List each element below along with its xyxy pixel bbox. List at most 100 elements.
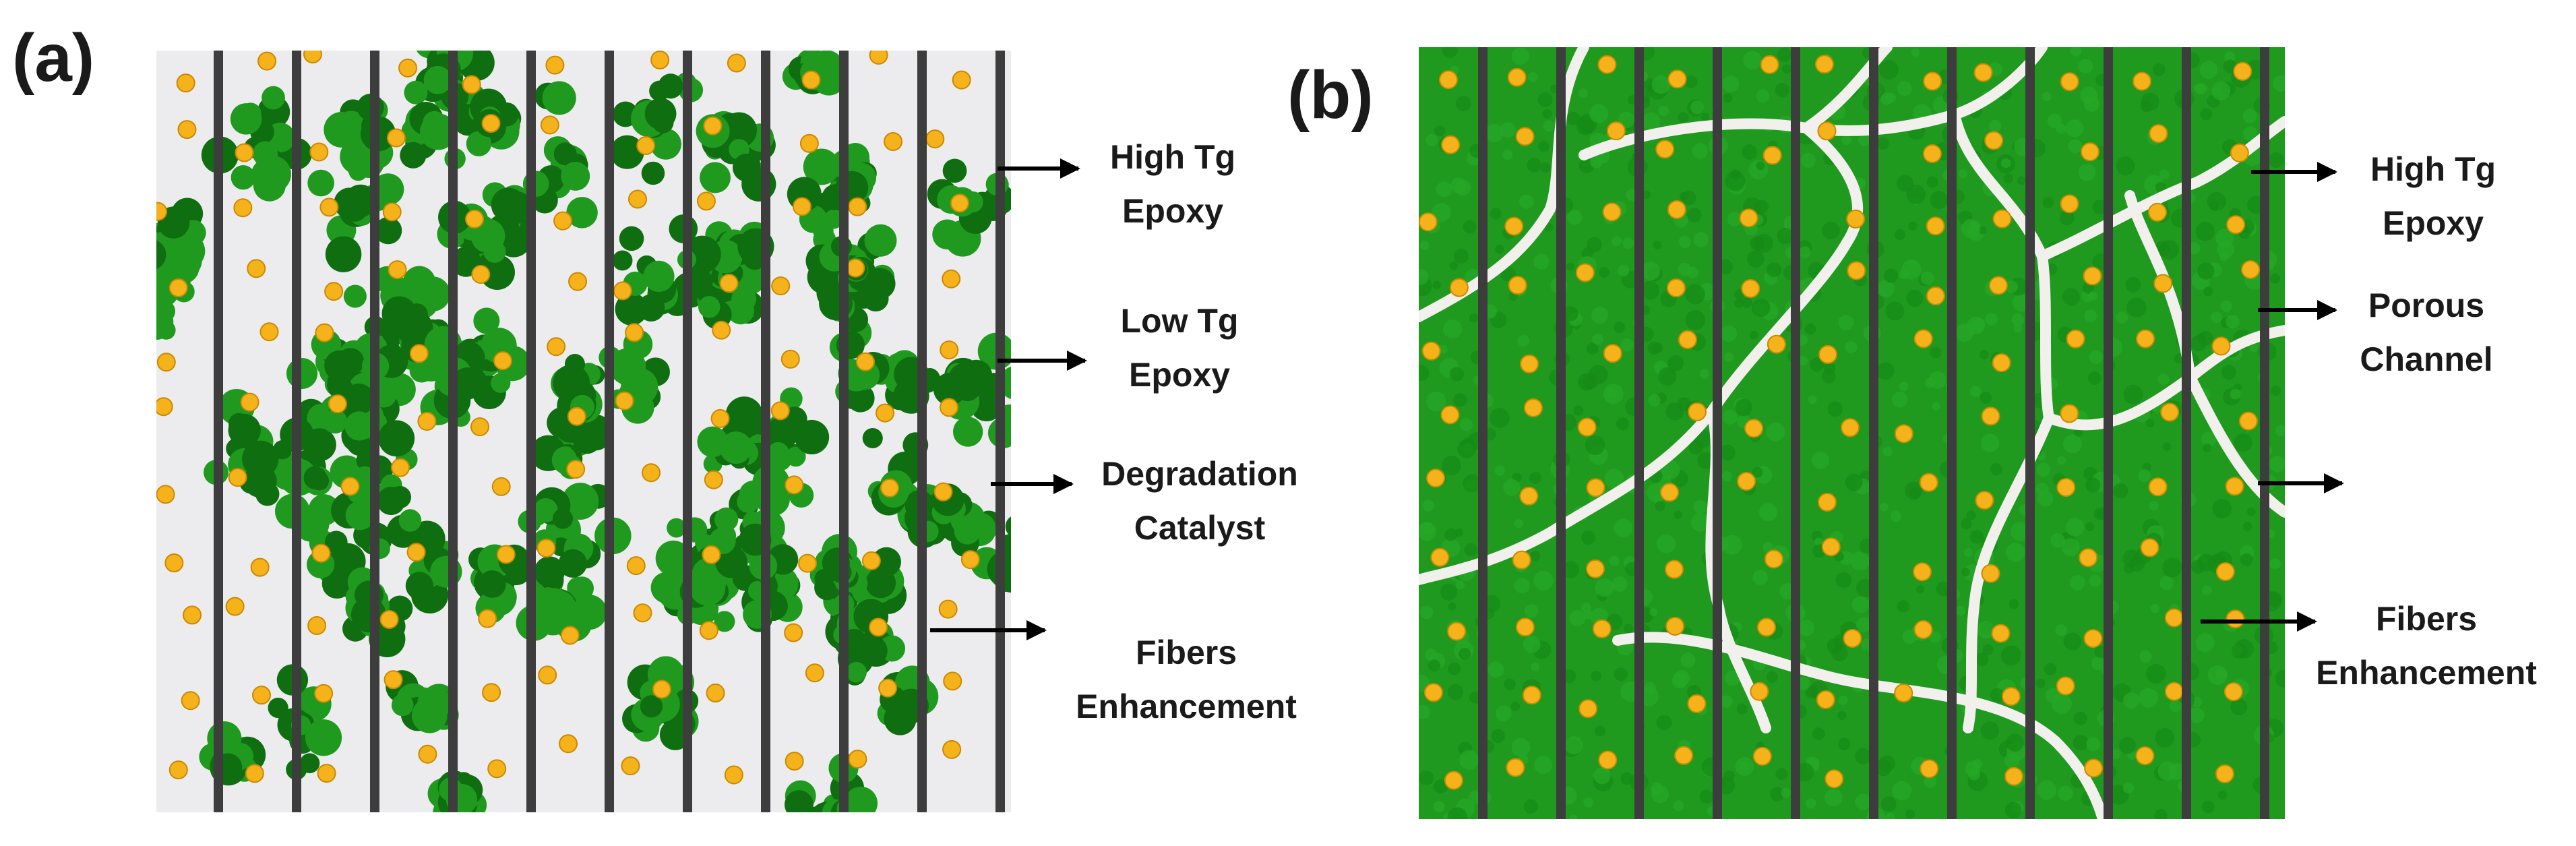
catalyst-particle — [1750, 682, 1769, 701]
fiber — [1556, 47, 1566, 819]
catalyst-particle — [1919, 473, 1938, 492]
catalyst-particle — [770, 401, 790, 421]
matrix-granule — [2199, 330, 2213, 346]
catalyst-particle — [1843, 628, 1862, 648]
catalyst-particle — [1741, 279, 1760, 299]
matrix-granule — [1604, 469, 1624, 488]
catalyst-particle — [568, 272, 588, 291]
matrix-granule — [1982, 644, 1994, 655]
catalyst-particle — [1665, 616, 1685, 636]
epoxy-granule — [637, 294, 665, 322]
catalyst-particle — [1894, 424, 1913, 444]
matrix-granule — [2037, 780, 2057, 800]
matrix-granule — [1573, 405, 1584, 416]
epoxy-granule — [561, 161, 590, 191]
catalyst-particle — [1973, 63, 1993, 82]
matrix-granule — [1878, 60, 1899, 80]
epoxy-granule — [802, 811, 811, 812]
catalyst-particle — [418, 744, 437, 764]
catalyst-particle — [314, 684, 334, 703]
matrix-granule — [1530, 551, 1541, 562]
catalyst-particle — [311, 543, 331, 563]
catalyst-particle — [177, 120, 197, 140]
catalyst-particle — [1520, 354, 1539, 373]
matrix-granule — [2001, 158, 2011, 169]
matrix-granule — [1777, 227, 1793, 245]
epoxy-granule — [479, 254, 515, 291]
matrix-granule — [1592, 334, 1603, 345]
matrix-granule — [1678, 112, 1689, 123]
catalyst-particle — [303, 51, 322, 64]
matrix-granule — [1876, 362, 1895, 380]
catalyst-particle — [1767, 334, 1786, 354]
catalyst-particle — [952, 70, 971, 90]
catalyst-particle — [2001, 687, 2021, 706]
catalyst-particle — [1577, 417, 1597, 437]
epoxy-granule — [452, 367, 484, 400]
catalyst-particle — [2215, 764, 2234, 783]
matrix-granule — [2125, 276, 2141, 293]
matrix-granule — [2078, 59, 2093, 73]
catalyst-particle — [388, 260, 407, 280]
epoxy-granule — [1005, 516, 1011, 537]
catalyst-particle — [642, 463, 661, 483]
matrix-granule — [1777, 47, 1792, 63]
matrix-granule — [1542, 109, 1552, 119]
epoxy-granule — [342, 383, 375, 415]
catalyst-particle — [621, 756, 640, 776]
matrix-granule — [2195, 633, 2215, 653]
catalyst-particle — [2136, 329, 2155, 349]
catalyst-particle — [307, 616, 327, 636]
matrix-granule — [1929, 631, 1941, 643]
matrix-granule — [1876, 137, 1889, 150]
matrix-granule — [1837, 737, 1851, 750]
matrix-granule — [1756, 161, 1765, 171]
callout-label-line: Low Tg — [1121, 302, 1239, 340]
matrix-granule — [1699, 369, 1710, 379]
matrix-granule — [1894, 229, 1905, 241]
matrix-granule — [1593, 767, 1611, 785]
matrix-granule — [2275, 669, 2285, 688]
callout-label-line: Fibers — [2376, 600, 2477, 638]
matrix-granule — [1746, 250, 1765, 268]
matrix-granule — [1658, 105, 1669, 117]
catalyst-particle — [1752, 746, 1772, 766]
matrix-granule — [1838, 695, 1848, 705]
matrix-granule — [1441, 455, 1461, 475]
matrix-granule — [1459, 418, 1473, 431]
matrix-granule — [1436, 181, 1452, 198]
epoxy-granule — [129, 237, 156, 264]
matrix-granule — [2119, 737, 2136, 754]
catalyst-particle — [771, 276, 791, 296]
catalyst-particle — [869, 617, 888, 637]
catalyst-particle — [2140, 538, 2159, 557]
catalyst-particle — [1923, 71, 1942, 91]
matrix-granule — [1835, 572, 1852, 588]
matrix-granule — [1905, 809, 1915, 819]
epoxy-granule — [954, 518, 981, 545]
catalyst-particle — [2238, 411, 2258, 431]
matrix-granule — [1583, 797, 1594, 808]
matrix-granule — [1766, 671, 1778, 683]
catalyst-particle — [481, 114, 501, 133]
matrix-granule — [1432, 280, 1441, 290]
matrix-granule — [2085, 477, 2101, 493]
catalyst-particle — [650, 51, 670, 69]
matrix-granule — [1611, 236, 1622, 247]
catalyst-particle — [861, 551, 881, 570]
epoxy-granule — [1014, 545, 1033, 564]
catalyst-particle — [1988, 276, 2008, 295]
matrix-granule — [1519, 194, 1534, 209]
porous-channel — [2185, 372, 2285, 518]
catalyst-particle — [2211, 336, 2231, 356]
matrix-granule — [1762, 542, 1774, 553]
catalyst-particle — [228, 468, 247, 487]
epoxy-granule — [784, 790, 814, 812]
epoxy-granule — [655, 540, 692, 576]
catalyst-particle — [1667, 69, 1687, 89]
epoxy-granule — [253, 155, 291, 193]
matrix-granule — [1428, 659, 1441, 672]
catalyst-particle — [1444, 771, 1463, 790]
matrix-granule — [1426, 392, 1446, 412]
matrix-granule — [1804, 323, 1816, 335]
